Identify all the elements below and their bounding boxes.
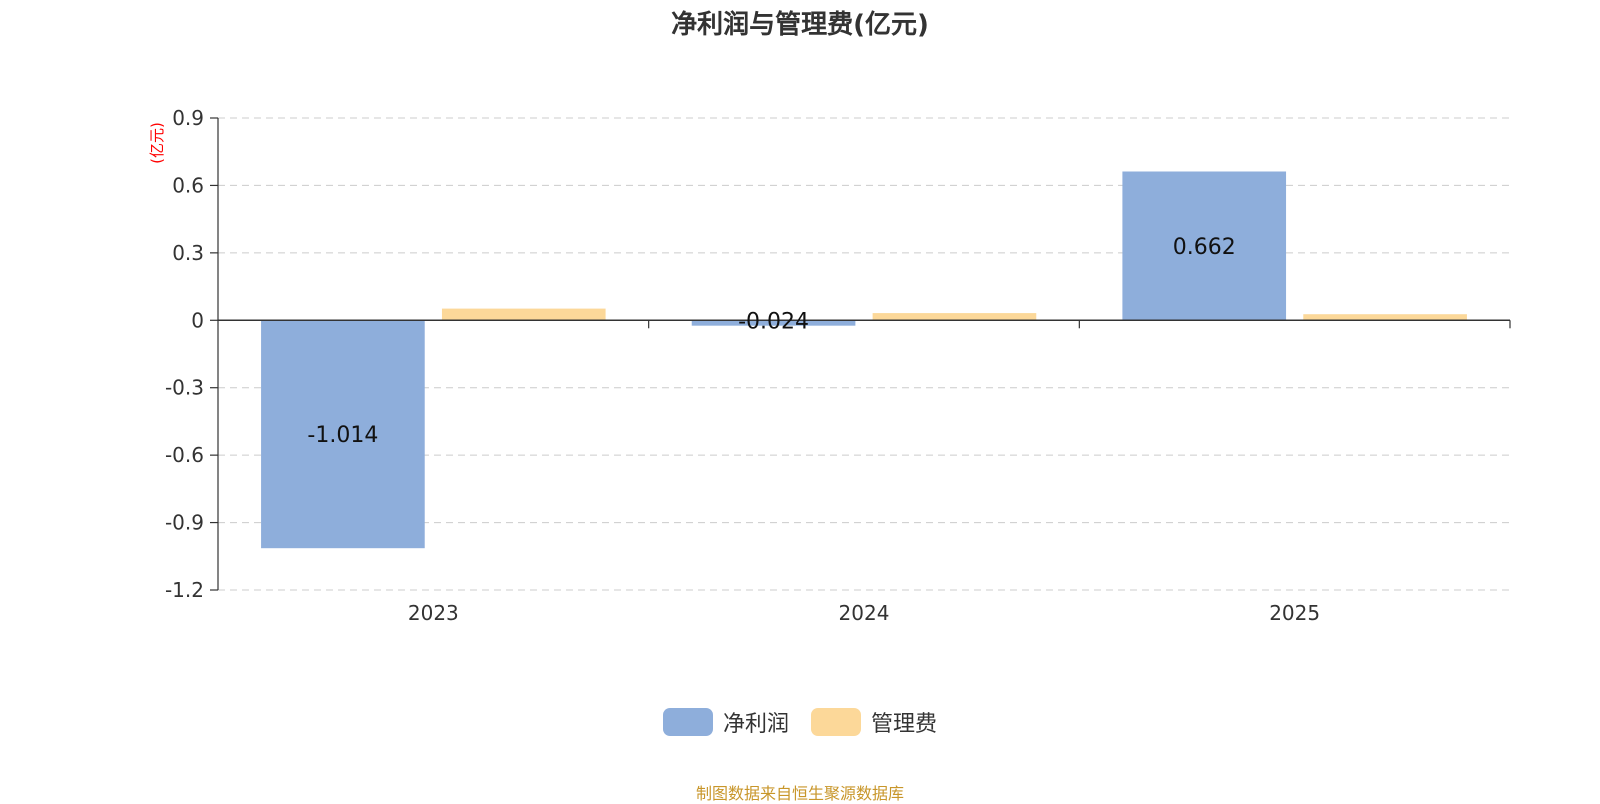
bar-net-profit [691, 320, 856, 326]
y-tick-label: 0.9 [172, 106, 204, 130]
legend-item-net-profit[interactable]: 净利润 [662, 706, 789, 738]
y-tick-label: -0.6 [165, 443, 204, 467]
legend-label-admin-expense: 管理费 [871, 712, 938, 737]
bar-net-profit [1122, 171, 1287, 321]
legend-swatch-net-profit [662, 708, 713, 736]
y-axis-label: (亿元) [148, 122, 166, 164]
bar-admin-expense [1303, 314, 1467, 321]
bar-admin-expense [441, 308, 606, 321]
y-tick-label: -1.2 [165, 578, 204, 602]
y-tick-label: 0.3 [172, 241, 204, 265]
bars [261, 171, 1467, 549]
x-tick-label: 2023 [408, 601, 459, 625]
y-tick-label: -0.9 [165, 511, 204, 535]
y-tick-label: -0.3 [165, 376, 204, 400]
legend-item-admin-expense[interactable]: 管理费 [811, 706, 937, 738]
chart-title: 净利润与管理费(亿元) [671, 10, 929, 40]
bar-admin-expense [872, 313, 1037, 321]
bar-net-profit [261, 320, 425, 549]
data-label: -1.014 [307, 423, 378, 448]
y-tick-label: 0 [191, 308, 204, 332]
legend-label-net-profit: 净利润 [722, 712, 789, 737]
data-labels: -1.014 -0.024 0.662 [307, 235, 1235, 448]
y-tick-label: 0.6 [172, 173, 204, 197]
x-tick-label: 2025 [1269, 601, 1320, 625]
legend: 净利润 管理费 [0, 706, 1600, 738]
data-label: -0.024 [738, 309, 809, 334]
legend-swatch-admin-expense [811, 708, 861, 736]
data-label: 0.662 [1173, 235, 1236, 260]
source-note: 制图数据来自恒生聚源数据库 [695, 784, 904, 803]
x-tick-label: 2024 [839, 601, 890, 625]
axes: 0.9 0.6 0.3 0 -0.3 -0.6 -0.9 -1.2 2023 2024 2025 [165, 106, 1511, 625]
